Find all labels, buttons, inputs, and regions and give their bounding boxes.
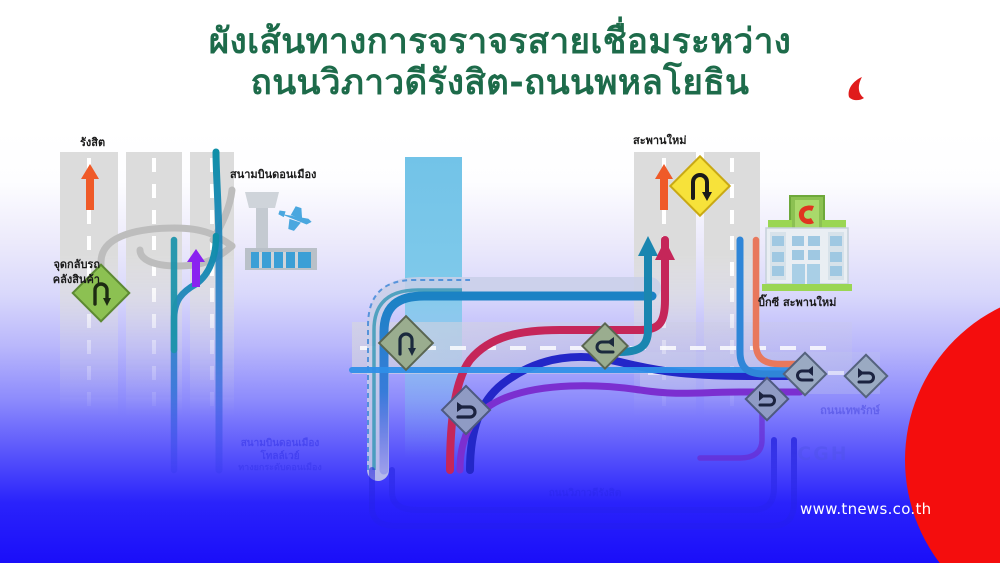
label-don-mueang-airport: สนามบินดอนเมือง (230, 168, 317, 181)
label-uturn-warehouse-line1: จุดกลับรถ (53, 258, 100, 271)
label-faint-airport-line2: โทลล์เวย์ (260, 451, 300, 462)
title-line-1: ผังเส้นทางการจราจรสายเชื่อมระหว่าง (208, 22, 792, 62)
label-big-c-saphan-mai: บิ๊กซี สะพานใหม่ (758, 296, 837, 309)
background-top-white (0, 0, 1000, 132)
label-thep-rak-road: ถนนเทพรักษ์ (820, 404, 880, 417)
canal-water-band (405, 157, 462, 457)
label-faint-airport-line1: สนามบินดอนเมือง (240, 438, 320, 449)
lane-marking-rangsit-right (210, 158, 214, 448)
label-uturn-warehouse-line2: คลังสินค้า (52, 273, 100, 286)
arrow-up-orange-icon-saphanmai (655, 164, 673, 210)
page-title: ผังเส้นทางการจราจรสายเชื่อมระหว่าง ถนนวิ… (0, 22, 1000, 103)
label-faint-airport-line3: ทางยกระดับดอนเมือง (238, 463, 322, 473)
label-saphan-mai: สะพานใหม่ (633, 134, 687, 147)
arrow-up-purple-icon (187, 249, 205, 287)
title-line-2: ถนนวิภาวดีรังสิต-ถนนพหลโยธิน (250, 62, 750, 103)
lane-marking-thep-rak (648, 371, 874, 375)
lane-marking-horizontal-upper (360, 346, 830, 350)
label-faint-center: ถนนวิภาวดีรังสิต (548, 488, 622, 499)
watermark-url: www.tnews.co.th (800, 500, 932, 518)
lane-marking-saphan-right (730, 158, 734, 448)
lane-marking-rangsit-mid (152, 158, 156, 448)
arrow-up-orange-icon (81, 164, 99, 210)
label-cgh: CGH (797, 443, 849, 465)
red-crescent-accent-icon (848, 77, 864, 101)
label-rangsit: รังสิต (80, 136, 106, 149)
